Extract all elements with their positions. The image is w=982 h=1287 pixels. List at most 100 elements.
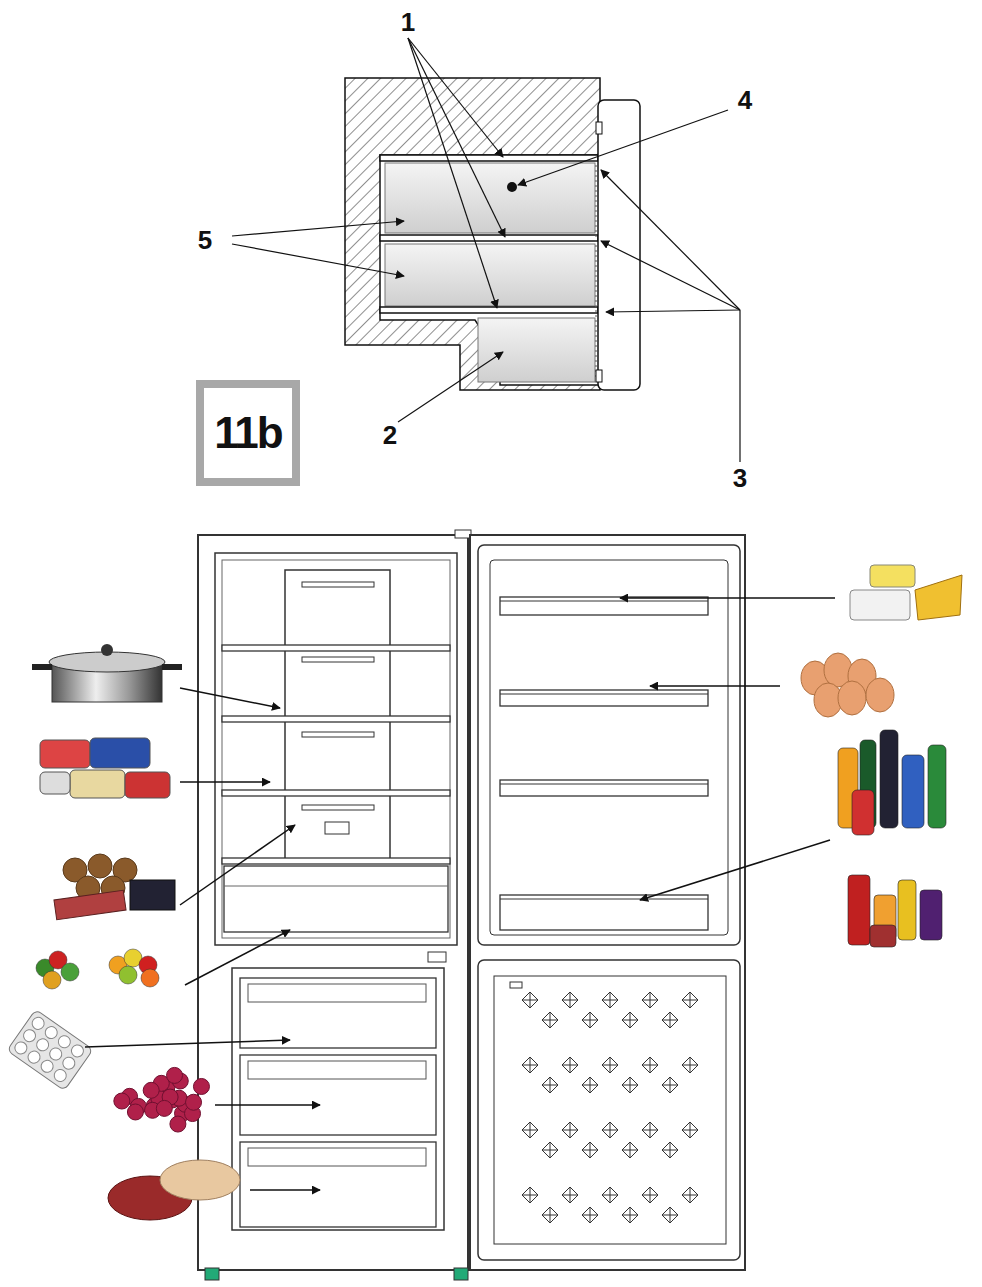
cross-emboss	[542, 1012, 558, 1028]
placement-arrow	[180, 688, 280, 708]
food-container	[40, 772, 70, 794]
diamond-emboss	[682, 1122, 698, 1138]
door-seal	[596, 160, 597, 380]
cross-emboss	[582, 1142, 598, 1158]
callout-number: 3	[722, 463, 758, 493]
bottle	[880, 730, 898, 828]
cross-emboss	[662, 1077, 678, 1093]
food-pictures	[7, 565, 962, 1220]
leader-line	[232, 244, 404, 276]
leader-line	[408, 38, 505, 237]
diamond-emboss	[582, 1142, 598, 1158]
raspberry	[170, 1116, 186, 1132]
drawer-handle	[248, 1061, 426, 1079]
vent-slot	[302, 805, 374, 810]
ice-cell	[30, 1015, 47, 1032]
ice-cell	[39, 1058, 56, 1075]
cross-emboss	[542, 1207, 558, 1223]
door-liner	[490, 560, 728, 935]
ice-cell	[69, 1043, 86, 1060]
freezer-compartment	[232, 968, 444, 1230]
placement-arrow	[640, 840, 830, 900]
fridge-front	[198, 530, 471, 1280]
leader-line	[739, 310, 740, 462]
food-container	[70, 770, 125, 798]
ice-cell	[43, 1024, 60, 1041]
leader-line	[398, 352, 503, 422]
leader-line	[232, 221, 404, 236]
crisper-drawer	[224, 866, 448, 932]
jar	[870, 925, 896, 947]
freezer-drawer	[240, 1142, 436, 1227]
callout-number: 1	[390, 7, 426, 37]
fruit	[119, 966, 137, 984]
fridge-door	[478, 545, 740, 945]
top-hinge	[455, 530, 471, 538]
raspberry	[156, 1100, 172, 1116]
diamond-emboss	[642, 992, 658, 1008]
ice-tray	[7, 1009, 93, 1090]
drawer-section	[478, 318, 595, 382]
door-shelf	[500, 895, 708, 930]
door-hinge	[596, 122, 602, 134]
cross-emboss	[542, 1077, 558, 1093]
diamond-emboss	[542, 1077, 558, 1093]
diamond-emboss	[622, 1012, 638, 1028]
cross-emboss	[602, 1057, 618, 1073]
drawer-handle	[248, 984, 426, 1002]
ham-pack	[130, 880, 175, 910]
raspberry	[186, 1094, 202, 1110]
air-duct-panel	[285, 570, 390, 860]
diamond-emboss	[682, 992, 698, 1008]
shelf-section	[380, 155, 598, 161]
vent-slot	[302, 732, 374, 737]
cross-emboss	[522, 992, 538, 1008]
diamond-emboss	[642, 1057, 658, 1073]
diamond-emboss	[562, 992, 578, 1008]
cross-emboss	[562, 1187, 578, 1203]
cross-emboss	[622, 1077, 638, 1093]
diamond-emboss	[642, 1187, 658, 1203]
door-shelf-lip	[500, 601, 708, 602]
diamond-emboss	[622, 1142, 638, 1158]
bottle	[852, 790, 874, 835]
cross-emboss	[522, 1122, 538, 1138]
drawer-section	[385, 163, 595, 233]
cross-emboss	[622, 1207, 638, 1223]
freezer-drawer	[240, 1055, 436, 1135]
ice-cell	[60, 1055, 77, 1072]
cross-emboss	[582, 1077, 598, 1093]
door-shelf	[500, 690, 708, 706]
diamond-emboss	[562, 1187, 578, 1203]
diamond-emboss	[642, 1122, 658, 1138]
cross-emboss	[542, 1142, 558, 1158]
door-hinge	[428, 952, 446, 962]
diamond-emboss	[682, 1187, 698, 1203]
diamond-emboss	[542, 1142, 558, 1158]
ice-cell	[52, 1067, 69, 1084]
ice-cell	[47, 1046, 64, 1063]
placement-arrow	[180, 825, 295, 905]
cross-emboss	[522, 1057, 538, 1073]
cross-emboss	[582, 1012, 598, 1028]
glass-shelf	[222, 645, 450, 651]
doors	[470, 535, 745, 1270]
vent-slot	[302, 582, 374, 587]
cross-emboss	[622, 1012, 638, 1028]
diamond-emboss	[602, 1187, 618, 1203]
placement-arrow	[180, 781, 270, 783]
shelf-section	[380, 235, 598, 241]
diamond-emboss	[662, 1077, 678, 1093]
diamond-emboss	[662, 1142, 678, 1158]
ice-cell	[26, 1049, 43, 1066]
vent-slot	[302, 657, 374, 662]
diamond-emboss	[582, 1207, 598, 1223]
door-shelf-lip	[500, 899, 708, 900]
diamond-emboss	[542, 1012, 558, 1028]
figure-number-box: 11b	[196, 380, 300, 486]
cross-emboss	[622, 1142, 638, 1158]
pot-handle	[162, 664, 182, 670]
cross-section	[232, 38, 740, 462]
diamond-emboss	[582, 1077, 598, 1093]
cream-pack	[850, 590, 910, 620]
